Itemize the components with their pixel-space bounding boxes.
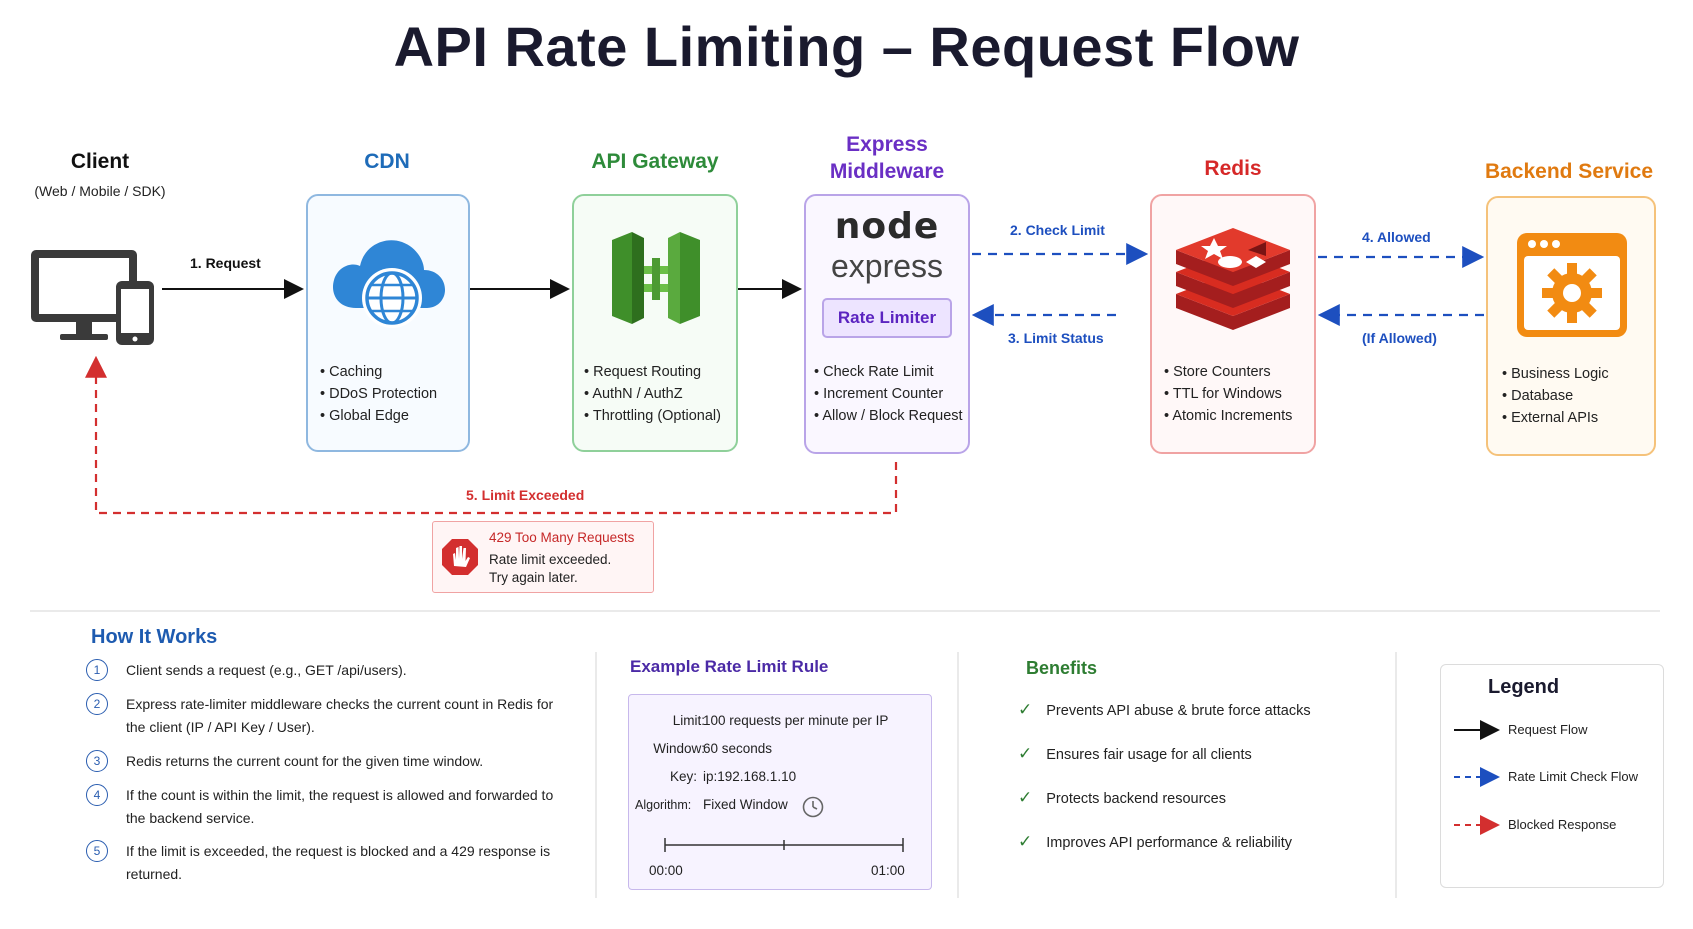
redis-bullets: Store Counters TTL for Windows Atomic In… (1164, 361, 1292, 427)
legend-item-check-flow: Rate Limit Check Flow (1508, 769, 1639, 784)
list-item: Increment Counter (814, 383, 963, 405)
rule-key: Window: (653, 741, 705, 756)
benefits-title: Benefits (1026, 658, 1098, 678)
edge-label-check-limit: 2. Check Limit (1010, 222, 1105, 238)
rule-key: Limit: (672, 713, 705, 728)
list-item: Business Logic (1502, 363, 1609, 385)
check-icon: ✓ (1018, 788, 1033, 807)
rule-key: Key: (669, 769, 697, 784)
rule-value: Fixed Window (703, 797, 788, 812)
express-logo: express (830, 248, 944, 284)
browser-gear-icon (1517, 233, 1627, 337)
clock-icon (802, 796, 824, 818)
edge-label-limit-exceeded: 5. Limit Exceeded (466, 487, 585, 503)
list-item: Request Routing (584, 361, 721, 383)
step-text: Redis returns the current count for the … (126, 753, 484, 769)
redis-title: Redis (1204, 157, 1262, 180)
step-number: 2 (86, 693, 108, 715)
middleware-bullets: Check Rate Limit Increment Counter Allow… (814, 361, 963, 427)
page-title: API Rate Limiting – Request Flow (393, 15, 1300, 78)
backend-bullets: Business Logic Database External APIs (1502, 363, 1609, 429)
edge-label-if-allowed: (If Allowed) (1362, 330, 1437, 346)
legend-item-request-flow: Request Flow (1508, 722, 1588, 737)
list-item: Atomic Increments (1164, 405, 1292, 427)
redis-stack-icon (1176, 228, 1290, 330)
step-number: 5 (86, 840, 108, 862)
legend-item-blocked: Blocked Response (1508, 817, 1617, 832)
list-item: Throttling (Optional) (584, 405, 721, 427)
rule-key: Algorithm: (635, 798, 692, 812)
timeline-start: 00:00 (649, 863, 683, 878)
how-it-works-title: How It Works (91, 626, 218, 648)
edge-label-limit-status: 3. Limit Status (1008, 330, 1104, 346)
benefit-text: Protects backend resources (1046, 791, 1226, 807)
list-item: Store Counters (1164, 361, 1292, 383)
node-logo: node (834, 206, 940, 247)
list-item: TTL for Windows (1164, 383, 1292, 405)
step-number: 1 (86, 659, 108, 681)
check-icon: ✓ (1018, 700, 1033, 719)
error-box: 429 Too Many Requests Rate limit exceede… (432, 521, 654, 593)
error-line-1: Rate limit exceeded. (489, 552, 612, 567)
list-item: ✓ Protects backend resources (1018, 788, 1226, 808)
rate-limiter-badge: Rate Limiter (822, 298, 952, 338)
cdn-title: CDN (364, 150, 410, 173)
example-rule-card: Limit: 100 requests per minute per IP Wi… (628, 694, 932, 890)
list-item: Allow / Block Request (814, 405, 962, 427)
client-subtitle: (Web / Mobile / SDK) (34, 183, 166, 199)
legend-title: Legend (1488, 676, 1560, 698)
check-icon: ✓ (1018, 744, 1033, 763)
list-item: ✓ Ensures fair usage for all clients (1018, 744, 1252, 764)
client-title: Client (70, 150, 130, 173)
rule-value: 60 seconds (703, 741, 773, 756)
middleware-title-line1: Express (846, 133, 928, 156)
list-item: External APIs (1502, 407, 1609, 429)
check-icon: ✓ (1018, 832, 1033, 851)
desktop-and-phone-icon (31, 250, 154, 345)
step-text: Client sends a request (e.g., GET /api/u… (126, 662, 407, 678)
step-text: If the count is within the limit, the re… (126, 787, 554, 826)
timeline (664, 838, 904, 852)
list-item: Check Rate Limit (814, 361, 963, 383)
error-title: 429 Too Many Requests (489, 530, 635, 545)
rule-value: ip:192.168.1.10 (703, 769, 797, 784)
step-number: 3 (86, 750, 108, 772)
timeline-end: 01:00 (871, 863, 905, 878)
arrow-limit-exceeded (85, 355, 898, 515)
list-item: AuthN / AuthZ (584, 383, 721, 405)
gateway-bullets: Request Routing AuthN / AuthZ Throttling… (584, 361, 721, 427)
api-gateway-icon (612, 232, 700, 324)
step-number: 4 (86, 784, 108, 806)
benefit-text: Improves API performance & reliability (1046, 835, 1293, 851)
edge-label-allowed: 4. Allowed (1362, 229, 1431, 245)
stop-hand-icon (442, 539, 478, 575)
example-rule-title: Example Rate Limit Rule (630, 657, 829, 676)
list-item: DDoS Protection (320, 383, 437, 405)
list-item: ✓ Improves API performance & reliability (1018, 832, 1292, 852)
step-text: Express rate-limiter middleware checks t… (126, 696, 554, 735)
cdn-bullets: Caching DDoS Protection Global Edge (320, 361, 437, 427)
cloud-globe-icon (332, 240, 446, 328)
legend-swatches (1454, 720, 1500, 835)
list-item: Caching (320, 361, 437, 383)
gateway-title: API Gateway (591, 150, 719, 173)
list-item: ✓ Prevents API abuse & brute force attack… (1018, 700, 1311, 720)
step-text: If the limit is exceeded, the request is… (126, 843, 551, 882)
error-line-2: Try again later. (489, 570, 578, 585)
rule-value: 100 requests per minute per IP (703, 713, 889, 728)
edge-label-request: 1. Request (190, 255, 261, 271)
list-item: Global Edge (320, 405, 437, 427)
middleware-title-line2: Middleware (829, 160, 945, 183)
benefit-text: Ensures fair usage for all clients (1046, 747, 1252, 763)
benefit-text: Prevents API abuse & brute force attacks (1046, 703, 1311, 719)
list-item: Database (1502, 385, 1609, 407)
backend-title: Backend Service (1484, 160, 1654, 183)
